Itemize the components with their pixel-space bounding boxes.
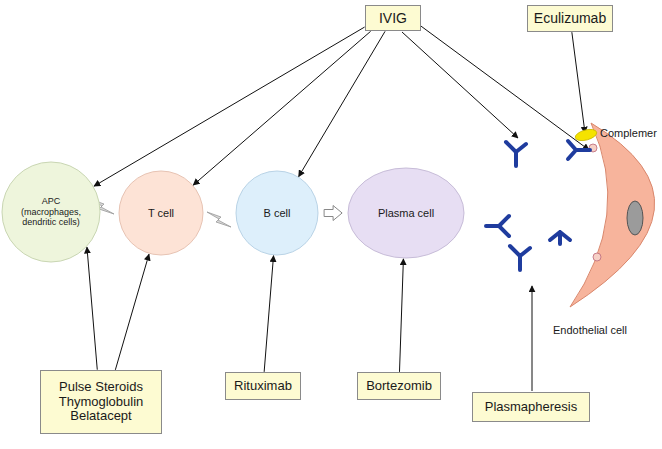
node-label: Rituximab bbox=[234, 379, 292, 394]
cell-circle: T cell bbox=[118, 170, 204, 256]
drug-box: Plasmapheresis bbox=[472, 392, 590, 422]
arrow-connector bbox=[421, 26, 589, 150]
node-label: Bortezomib bbox=[366, 379, 432, 394]
cell-circle: APC (macrophages, dendritic cells) bbox=[1, 161, 101, 263]
arrow-connector bbox=[193, 31, 370, 185]
part-label: Complemer bbox=[600, 127, 657, 139]
antibodies bbox=[486, 142, 570, 270]
drug-box: IVIG bbox=[365, 5, 421, 31]
endothelial-cell: Endothelial cell bbox=[553, 115, 660, 337]
arrow-connector bbox=[87, 247, 97, 370]
drug-box: Pulse Steroids Thymoglobulin Belatacept bbox=[40, 370, 162, 434]
node-label: Eculizumab bbox=[534, 10, 606, 26]
interaction-bolt bbox=[207, 212, 231, 227]
drug-box: Rituximab bbox=[225, 372, 301, 400]
arrow-connector bbox=[399, 259, 403, 372]
node-label: Plasmapheresis bbox=[485, 400, 578, 415]
arrow-connector bbox=[115, 254, 149, 370]
leader-line bbox=[532, 286, 533, 391]
node-label: T cell bbox=[148, 207, 174, 220]
cell-circle: B cell bbox=[235, 170, 319, 256]
arrow-connector bbox=[572, 32, 585, 133]
endothelial-outline bbox=[553, 115, 660, 337]
drug-box: Bortezomib bbox=[357, 372, 441, 400]
arrow-connector bbox=[264, 256, 273, 372]
cell-label: Endothelial cell bbox=[553, 324, 627, 337]
node-label: B cell bbox=[264, 207, 291, 220]
node-label: Plasma cell bbox=[378, 207, 434, 220]
drug-box: Eculizumab bbox=[527, 5, 613, 32]
node-label: IVIG bbox=[379, 10, 407, 26]
block-arrow bbox=[324, 206, 342, 221]
arrow-connector bbox=[299, 31, 385, 176]
node-label: Pulse Steroids Thymoglobulin Belatacept bbox=[49, 380, 153, 425]
node-label: APC (macrophages, dendritic cells) bbox=[15, 196, 87, 227]
cell-ellipse: Plasma cell bbox=[347, 167, 465, 259]
arrow-connector bbox=[94, 27, 365, 186]
